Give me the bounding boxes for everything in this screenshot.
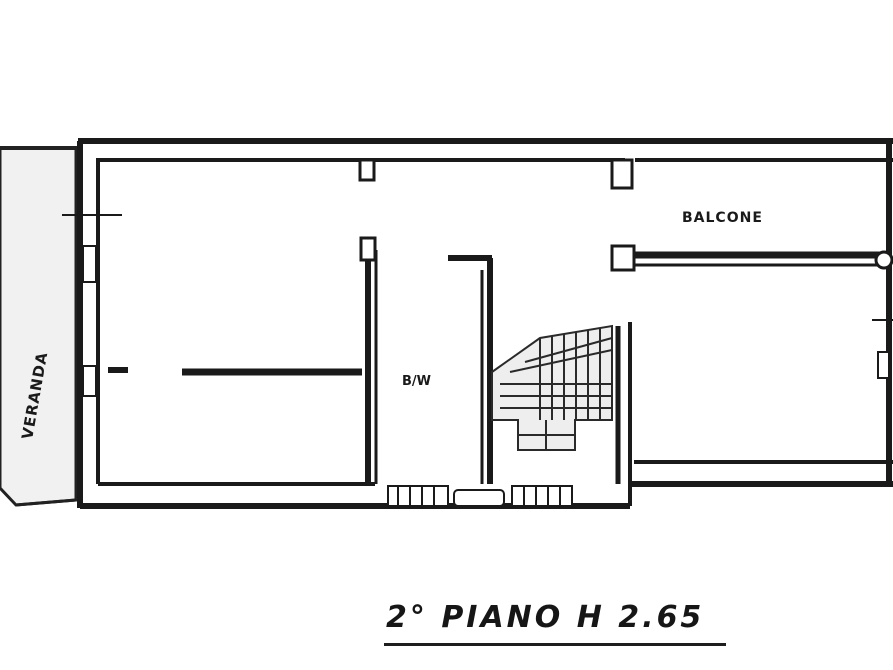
interior-walls [108,158,893,484]
outer-walls [77,138,893,509]
bottom-openings [387,485,573,507]
caption-underline [384,643,726,646]
balcony-label: BALCONE [682,210,763,226]
left-windows [62,214,122,397]
staircase [491,324,613,451]
veranda-area [0,146,78,507]
bath-label: B/W [402,374,431,389]
floor-caption: 2° PIANO H 2.65 [386,600,705,635]
